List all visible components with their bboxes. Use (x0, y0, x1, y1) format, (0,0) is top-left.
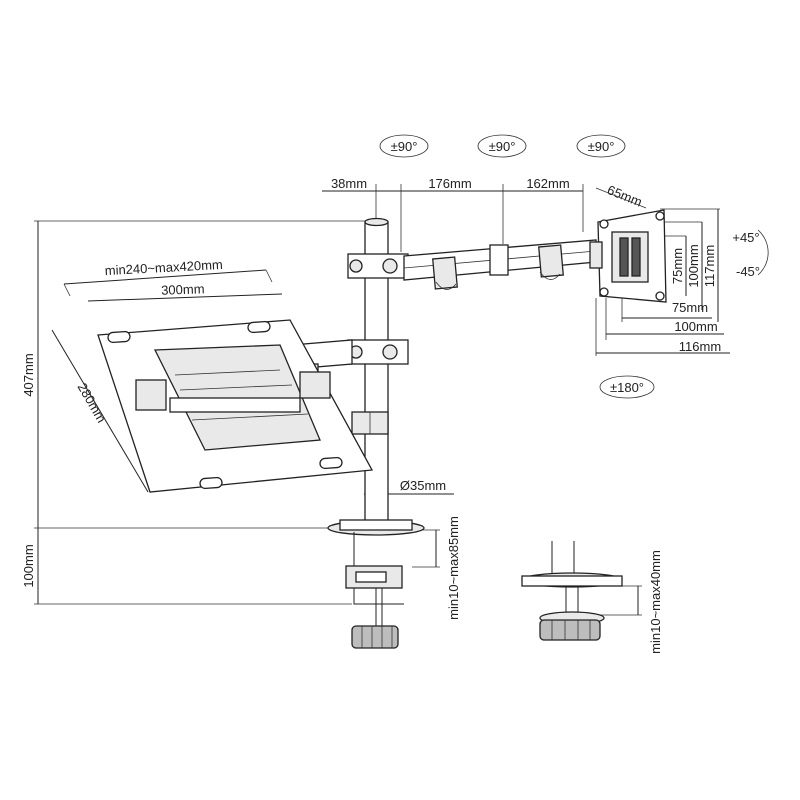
rotation-badge-head: ±90° (576, 134, 626, 158)
dim-vesa-h100: 100mm (674, 319, 717, 334)
pole-height-dimension: 407mm (21, 220, 376, 529)
dim-tray-width-range: min240~max420mm (104, 257, 223, 278)
rotation-label-head: ±90° (588, 139, 615, 154)
tilt-up-label: +45° (732, 230, 759, 245)
monitor-arm (347, 239, 597, 290)
rotation-label-pole: ±90° (391, 139, 418, 154)
rotation-badge-rotate: ±180° (599, 375, 655, 399)
tilt-down-label: -45° (736, 264, 760, 279)
vesa-dimensions: 75mm 100mm 117mm 75mm 100mm 116mm +45° -… (595, 208, 769, 356)
dim-vesa-h116: 116mm (679, 339, 721, 354)
dim-grommet-thickness: min10~max40mm (648, 550, 663, 654)
grommet-mount (521, 541, 623, 641)
dim-vesa-h75: 75mm (672, 300, 708, 315)
dim-vesa-v75: 75mm (670, 248, 685, 284)
dim-tray-width: 300mm (161, 281, 205, 298)
dim-pole-diameter: Ø35mm (400, 478, 446, 493)
clamp-thickness-dimension: min10~max85mm (412, 516, 461, 620)
dim-vesa-v117: 117mm (702, 245, 717, 287)
dim-pole-height: 407mm (21, 353, 36, 396)
dim-tray-depth: 280mm (75, 380, 110, 425)
grommet-thickness-dimension: min10~max40mm (600, 550, 663, 654)
rotation-label-rotate: ±180° (610, 380, 644, 395)
dim-clamp-thickness: min10~max85mm (446, 516, 461, 620)
dim-head-depth: 65mm (605, 182, 644, 209)
laptop-tray (97, 319, 374, 493)
rotation-label-mid: ±90° (489, 139, 516, 154)
pole (351, 217, 389, 525)
dim-clamp-height: 100mm (21, 544, 36, 587)
dim-arm-1: 176mm (428, 176, 471, 191)
dim-vesa-v100: 100mm (686, 244, 701, 287)
desk-clamp (327, 519, 425, 649)
clamp-height-dimension: 100mm (21, 528, 352, 605)
rotation-badge-pole: ±90° (379, 134, 429, 158)
vesa-head (589, 209, 667, 303)
dim-arm-2: 162mm (526, 176, 569, 191)
dim-clamp-offset: 38mm (331, 176, 367, 191)
rotation-badge-mid: ±90° (477, 134, 527, 158)
